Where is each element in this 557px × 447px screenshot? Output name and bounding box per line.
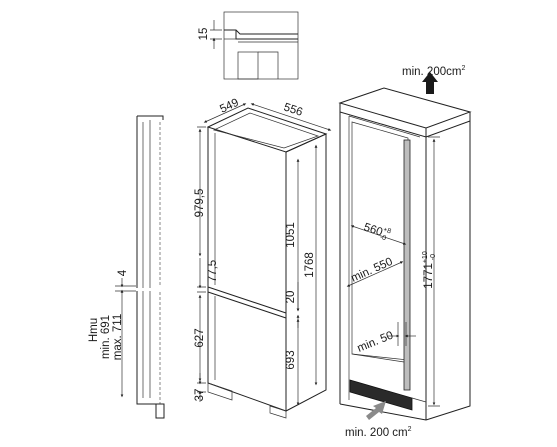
min-50-label: min. 50 xyxy=(356,330,395,355)
dim-4-label: 4 xyxy=(117,269,129,276)
hmu-max: max. 711 xyxy=(112,314,124,360)
top-detail: 15 xyxy=(198,11,299,80)
dim-77-5-label: 77,5 xyxy=(207,260,219,282)
cabinet-side-profile: 4 Hmu min. 691 max. 711 xyxy=(88,115,165,419)
dim-693-label: 693 xyxy=(285,350,297,369)
dim-1051-label: 1051 xyxy=(285,222,297,248)
width-560-label: 560+8-0 xyxy=(361,220,392,243)
vent-up-arrow-icon xyxy=(422,72,438,94)
dim-15-label: 15 xyxy=(198,28,210,41)
hmu-title: Hmu xyxy=(88,318,100,342)
fridge-body: 549 556 979,5 77,5 627 37 1051 1768 20 6… xyxy=(194,97,332,419)
vent-top-label: min. 200cm2 xyxy=(402,65,465,78)
dim-1768-label: 1768 xyxy=(304,252,316,278)
vent-in-arrow-icon xyxy=(366,401,386,420)
height-1771-label: 1771+10-0 xyxy=(422,251,437,289)
depth-550-label: min. 550 xyxy=(349,256,394,285)
dim-627-label: 627 xyxy=(194,328,206,347)
hmu-min: min. 691 xyxy=(100,315,112,359)
dim-979-5-label: 979,5 xyxy=(194,189,206,218)
bottom-vent-grille xyxy=(349,379,413,411)
dim-37-label: 37 xyxy=(194,389,206,402)
dim-20-label: 20 xyxy=(285,291,297,304)
detail-frame xyxy=(223,11,299,80)
vent-bottom-label: min. 200 cm2 xyxy=(345,426,412,439)
dim-556-label: 556 xyxy=(282,101,304,118)
niche-housing: min. 200cm2 560+8-0 min. 550 1771+10-0 m… xyxy=(338,65,472,439)
